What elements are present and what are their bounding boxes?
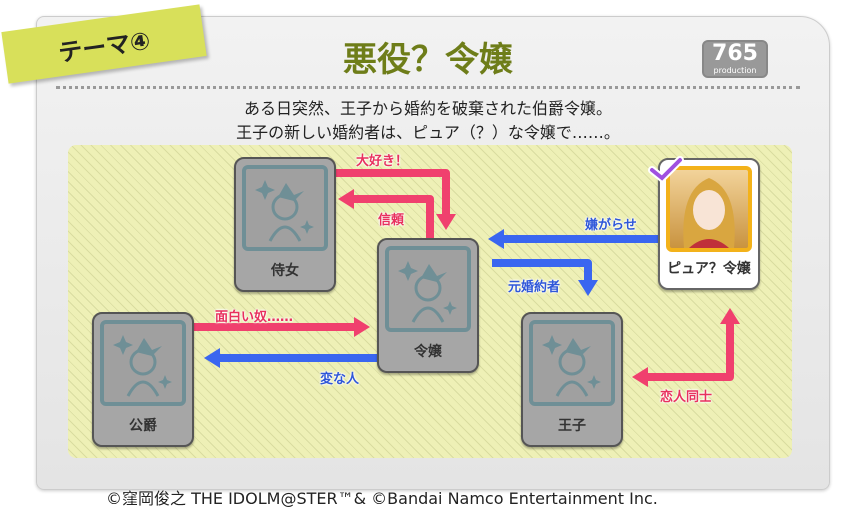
node-jijo[interactable]: 侍女 [234,157,336,292]
description-line-2: 王子の新しい婚約者は、ピュア（？）な令嬢で……。 [236,123,620,142]
label-shinrai: 信頼 [378,213,405,228]
arrowhead [488,229,504,249]
placeholder-person-icon [100,320,186,406]
arrowhead [632,367,648,387]
node-label: 令嬢 [414,344,442,360]
placeholder-person-icon [242,165,328,251]
node-label: ピュア？令嬢 [667,261,751,277]
placeholder-person-icon [385,246,471,332]
node-koshaku[interactable]: 公爵 [92,312,194,447]
divider [56,86,800,89]
arrow-koibito [646,322,734,381]
node-reijo[interactable]: 令嬢 [377,238,479,373]
character-portrait [666,166,752,252]
arrowhead [578,280,598,296]
description-line-1: ある日突然、王子から婚約を破棄された伯爵令嬢。 [243,99,612,118]
node-label: 王子 [558,418,586,434]
node-oji[interactable]: 王子 [521,312,623,447]
page-title: 悪役？令嬢 [343,40,513,80]
arrow-shinrai [352,195,434,238]
node-label: 侍女 [271,263,299,279]
label-iyagarase: 嫌がらせ [585,218,637,233]
checkmark-icon [648,156,684,184]
placeholder-person-icon [529,320,615,406]
label-daisuki: 大好き！ [356,154,409,169]
arrowhead [354,317,370,337]
label-koibito: 恋人同士 [660,390,713,405]
copyright: ©窪岡俊之 THE IDOLM@STER™& ©Bandai Namco Ent… [106,489,658,508]
arrowhead [720,308,740,324]
arrowhead [436,214,456,230]
arrowhead [338,189,354,209]
arrowhead [204,348,220,368]
label-omoshiroi: 面白い奴…… [215,310,294,325]
label-henna: 変な人 [320,372,360,387]
node-pure-reijo[interactable]: ピュア？令嬢 [658,158,760,290]
arrow-daisuki [336,169,450,218]
arrow-motokon [492,259,592,282]
label-motokon: 元婚約者 [508,280,561,295]
node-label: 公爵 [129,418,157,434]
